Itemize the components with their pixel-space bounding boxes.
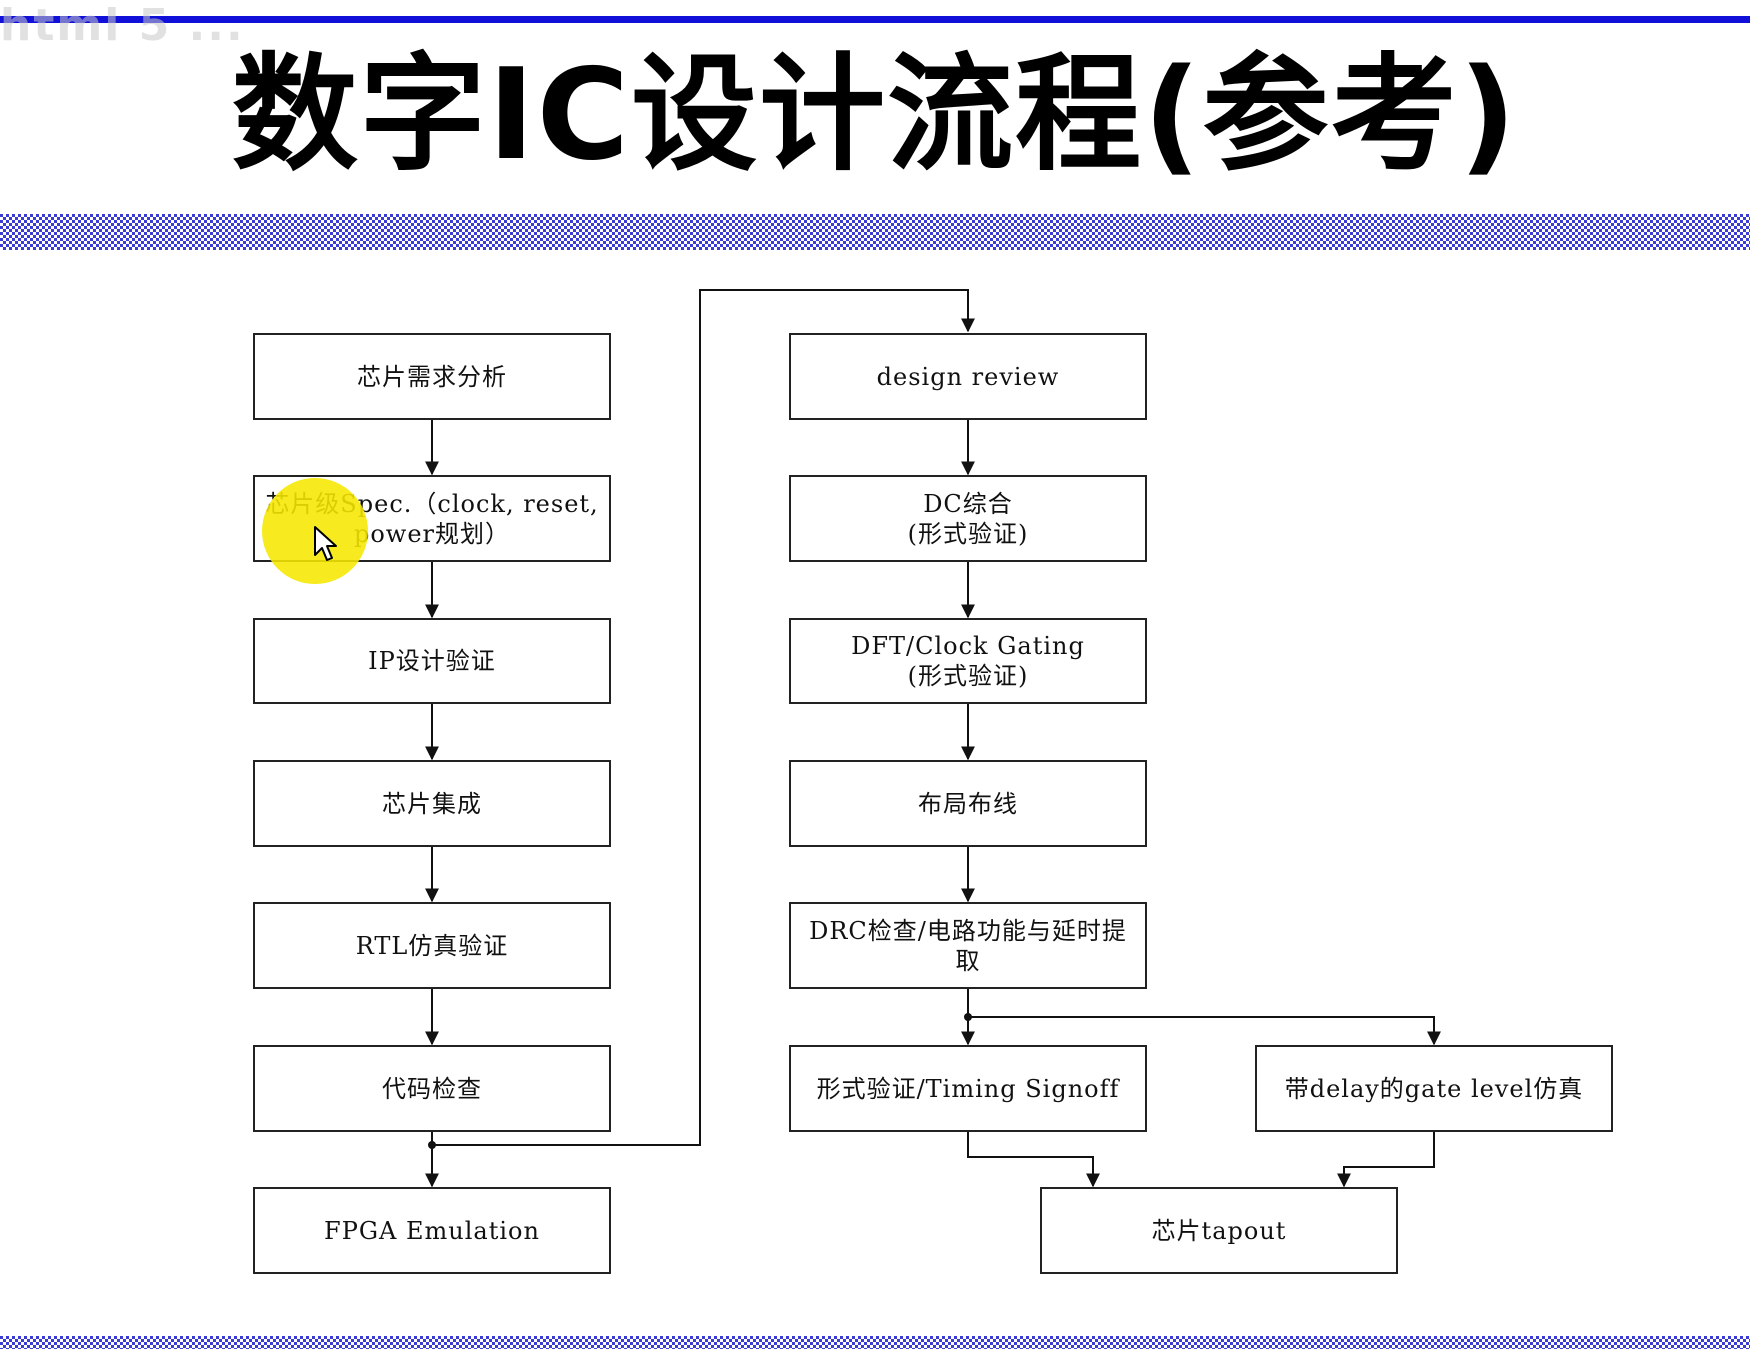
step-label: design review: [876, 362, 1060, 391]
mouse-pointer-icon: [314, 526, 337, 561]
step-place-and-route: 布局布线: [789, 760, 1147, 847]
step-label: 芯片tapout: [1151, 1216, 1287, 1245]
step-label: 芯片级Spec.（clock, reset, power规划）: [265, 489, 599, 548]
junction-dot-left: [428, 1141, 436, 1149]
step-design-review: design review: [789, 333, 1147, 420]
step-label: DRC检查/电路功能与延时提取: [809, 916, 1127, 975]
slide-title: 数字IC设计流程(参考): [231, 41, 1519, 188]
step-label: DC综合: [923, 489, 1013, 518]
step-label: 布局布线: [918, 789, 1018, 818]
top-rule: [0, 16, 1750, 23]
step-tapeout: 芯片tapout: [1040, 1187, 1398, 1274]
arrow-drc-to-gatesim: [968, 1016, 1441, 1046]
step-label: RTL仿真验证: [355, 931, 509, 960]
step-rtl-simulation: RTL仿真验证: [253, 902, 611, 989]
step-note: (形式验证): [907, 519, 1029, 548]
arrow-gatesim-to-tapeout: [1337, 1132, 1435, 1188]
arrow-formal-to-tapeout: [967, 1132, 1100, 1188]
step-dc-synthesis: DC综合 (形式验证): [789, 475, 1147, 562]
step-requirement-analysis: 芯片需求分析: [253, 333, 611, 420]
step-label: 代码检查: [382, 1074, 482, 1103]
step-drc-extraction: DRC检查/电路功能与延时提取: [789, 902, 1147, 989]
step-chip-integration: 芯片集成: [253, 760, 611, 847]
step-gate-level-simulation: 带delay的gate level仿真: [1255, 1045, 1613, 1132]
step-dft-clock-gating: DFT/Clock Gating (形式验证): [789, 618, 1147, 704]
step-label: 芯片需求分析: [357, 362, 507, 391]
step-code-check: 代码检查: [253, 1045, 611, 1132]
title-band: [0, 214, 1750, 250]
watermark-logo: html 5 ...: [0, 0, 245, 51]
junction-dot-right: [964, 1013, 972, 1021]
step-formal-timing-signoff: 形式验证/Timing Signoff: [789, 1045, 1147, 1132]
step-label: 形式验证/Timing Signoff: [816, 1074, 1120, 1103]
step-fpga-emulation: FPGA Emulation: [253, 1187, 611, 1274]
step-label: DFT/Clock Gating: [851, 632, 1085, 660]
step-label: FPGA Emulation: [324, 1216, 540, 1245]
step-note: (形式验证): [907, 662, 1029, 690]
step-label: 带delay的gate level仿真: [1284, 1074, 1584, 1103]
step-ip-design-verification: IP设计验证: [253, 618, 611, 704]
step-label: 芯片集成: [382, 789, 482, 818]
footer-band: [0, 1336, 1750, 1349]
step-label: IP设计验证: [368, 647, 496, 675]
arrow-codecheck-to-review: [432, 289, 975, 1146]
